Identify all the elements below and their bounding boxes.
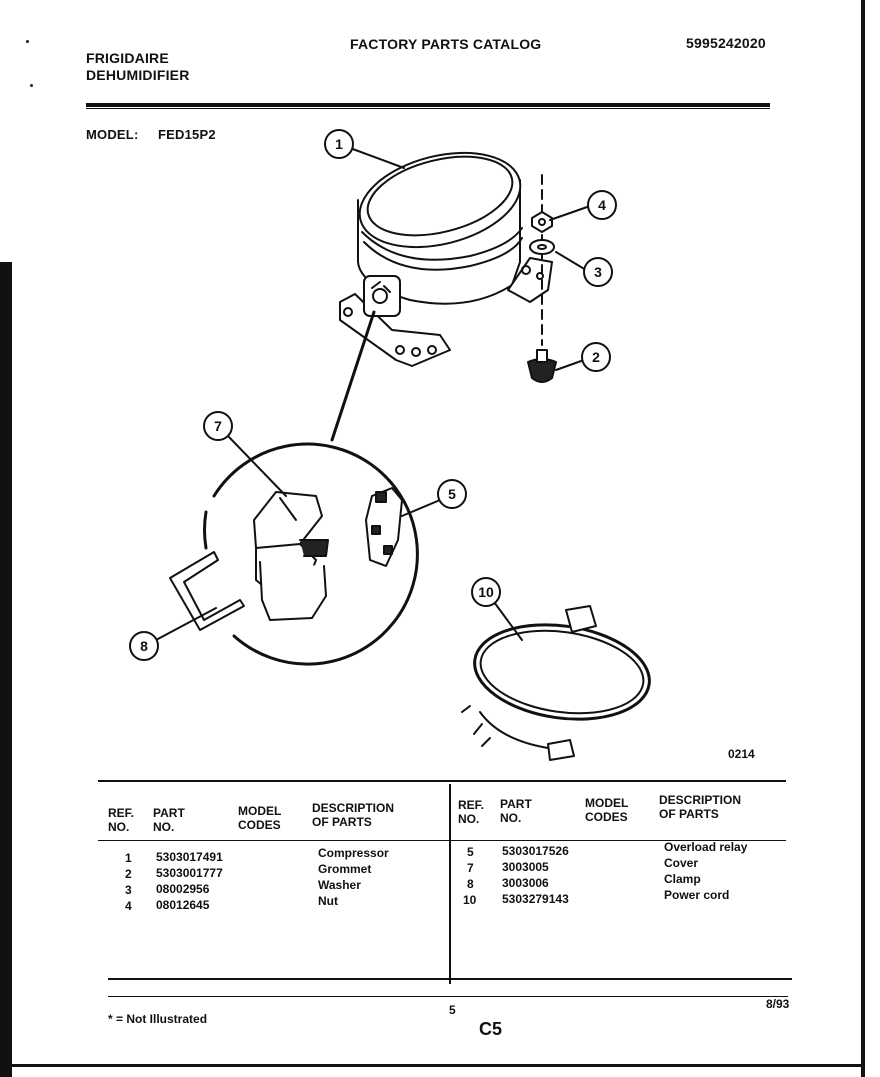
ref-no: 10 (463, 893, 477, 907)
table-bottom-rule (108, 978, 792, 980)
ref-no: 1 (125, 851, 132, 865)
compressor-illustration (339, 151, 553, 367)
power-cord-illustration (461, 605, 651, 761)
part-description: Grommet (318, 862, 372, 876)
callout-4: 4 (598, 197, 606, 213)
callout-1: 1 (335, 136, 343, 152)
ref-no: 3 (125, 883, 132, 897)
scan-edge-left (0, 262, 12, 1077)
part-description: Power cord (664, 888, 730, 902)
callout-8: 8 (140, 638, 148, 654)
header-ref-no: REF.NO. (108, 806, 135, 834)
part-no: 3003005 (502, 860, 549, 874)
part-description: Nut (318, 894, 338, 908)
ref-no: 8 (467, 877, 474, 891)
not-illustrated-note: * = Not Illustrated (108, 1012, 208, 1026)
part-description: Overload relay (664, 840, 748, 854)
ref-no: 4 (125, 899, 132, 913)
part-no: 5303001777 (156, 866, 223, 880)
exploded-parts-diagram: 1 2 3 4 5 7 8 10 (129, 129, 651, 761)
scan-speck (30, 84, 33, 87)
page-number: 5 (449, 1003, 456, 1017)
nut-illustration (531, 211, 553, 233)
overload-relay-illustration (365, 487, 403, 567)
ref-no: 7 (467, 861, 474, 875)
page-border-bottom (0, 1064, 865, 1067)
part-description: Clamp (664, 872, 701, 886)
model-label: MODEL: (86, 127, 139, 142)
scan-speck (26, 40, 29, 43)
ref-no: 2 (125, 867, 132, 881)
callout-10: 10 (478, 584, 494, 600)
part-description: Compressor (318, 846, 389, 860)
page-border-right (861, 0, 865, 1077)
part-no: 3003006 (502, 876, 549, 890)
relay-cover-illustration (253, 491, 329, 621)
callout-3: 3 (594, 264, 602, 280)
header-divider (86, 103, 770, 107)
header-ref-no: REF.NO. (458, 798, 485, 826)
part-no: 08002956 (156, 882, 210, 896)
washer-illustration (529, 239, 555, 255)
callout-2: 2 (592, 349, 600, 365)
grommet-illustration (527, 349, 557, 383)
callout-7: 7 (214, 418, 222, 434)
table-top-rule (98, 780, 786, 782)
part-no: 5303279143 (502, 892, 569, 906)
revision-date: 8/93 (766, 997, 790, 1011)
callout-5: 5 (448, 486, 456, 502)
part-no: 5303017526 (502, 844, 569, 858)
section-code: C5 (479, 1019, 503, 1039)
clamp-illustration (169, 551, 245, 631)
catalog-title: FACTORY PARTS CATALOG (350, 36, 542, 52)
part-description: Washer (318, 878, 361, 892)
table-header-rule (98, 840, 786, 841)
header-divider-thin (86, 108, 770, 109)
ref-no: 5 (467, 845, 474, 859)
footer-rule (108, 996, 788, 997)
product-type: DEHUMIDIFIER (86, 67, 190, 83)
part-no: 5303017491 (156, 850, 223, 864)
catalog-number: 5995242020 (686, 35, 766, 51)
model-number: FED15P2 (158, 127, 216, 142)
part-description: Cover (664, 856, 699, 870)
brand-name: FRIGIDAIRE (86, 50, 169, 66)
table-column-divider (449, 784, 451, 984)
part-no: 08012645 (156, 898, 210, 912)
diagram-code: 0214 (728, 747, 755, 761)
